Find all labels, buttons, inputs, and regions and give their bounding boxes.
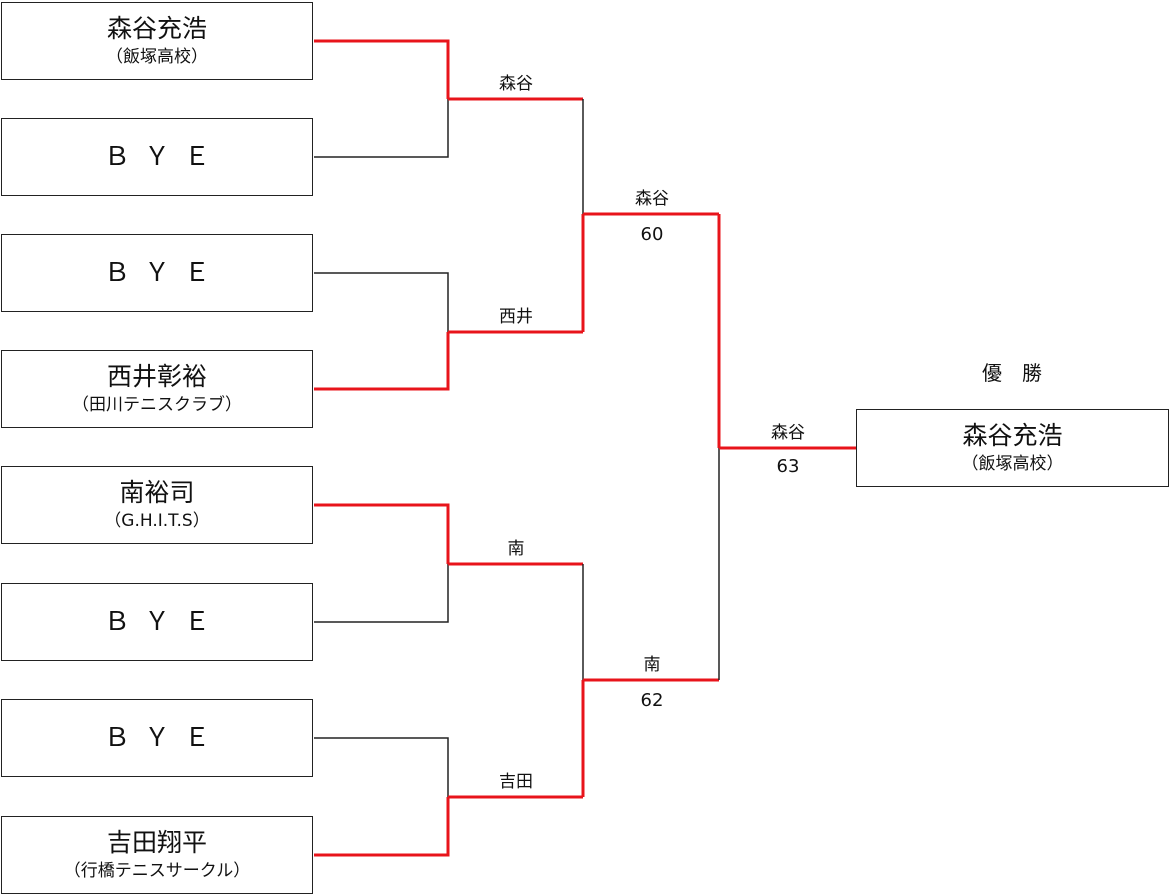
entry-box-3: ＢＹＥ [1, 234, 313, 312]
bye-label: ＢＹＥ [103, 142, 224, 172]
player-club: （行橋テニスサークル） [63, 861, 251, 881]
line-r1-entry6 [314, 564, 449, 623]
entry-box-1: 森谷充浩 （飯塚高校） [1, 2, 313, 80]
line-r1-entry7 [314, 737, 449, 797]
player-name: 西井彰裕 [106, 362, 207, 391]
final-score: 63 [776, 456, 800, 477]
entry-box-5: 南裕司 （G.H.I.T.S） [1, 466, 313, 544]
line-r1-entry5 [314, 503, 450, 564]
entry-box-2: ＢＹＥ [1, 118, 313, 196]
final-winner-label: 森谷 [771, 423, 805, 443]
bye-label: ＢＹＥ [103, 258, 224, 288]
line-r1-entry2 [314, 99, 449, 158]
player-club: （飯塚高校） [106, 47, 208, 67]
bye-label: ＢＹＥ [103, 607, 224, 637]
entry-box-8: 吉田翔平 （行橋テニスサークル） [1, 816, 313, 894]
champion-title: 優 勝 [982, 361, 1042, 385]
player-club: （田川テニスクラブ） [72, 395, 242, 415]
champion-name: 森谷充浩 [962, 421, 1063, 450]
bye-label: ＢＹＥ [103, 723, 224, 753]
r1-winner-label-c: 南 [507, 539, 525, 559]
sf1-score: 60 [640, 224, 664, 245]
entry-box-4: 西井彰裕 （田川テニスクラブ） [1, 350, 313, 428]
r1-winner-label-d: 吉田 [499, 772, 533, 792]
entry-box-6: ＢＹＥ [1, 583, 313, 661]
line-r1-entry8 [314, 797, 450, 857]
sf2-score: 62 [640, 690, 664, 711]
line-r1-entry3 [314, 272, 449, 332]
champion-box: 森谷充浩 （飯塚高校） [856, 409, 1169, 487]
player-name: 南裕司 [119, 478, 195, 507]
r1-winner-label-a: 森谷 [499, 74, 533, 94]
line-r1-entry4 [314, 332, 450, 391]
player-club: （G.H.I.T.S） [104, 511, 210, 531]
champion-club: （飯塚高校） [961, 454, 1064, 474]
player-name: 吉田翔平 [106, 828, 207, 857]
sf2-winner-label: 南 [643, 655, 661, 675]
sf1-winner-label: 森谷 [635, 189, 669, 209]
player-name: 森谷充浩 [106, 14, 207, 43]
line-r1-entry1 [314, 39, 450, 99]
r1-winner-label-b: 西井 [499, 307, 533, 327]
entry-box-7: ＢＹＥ [1, 699, 313, 777]
